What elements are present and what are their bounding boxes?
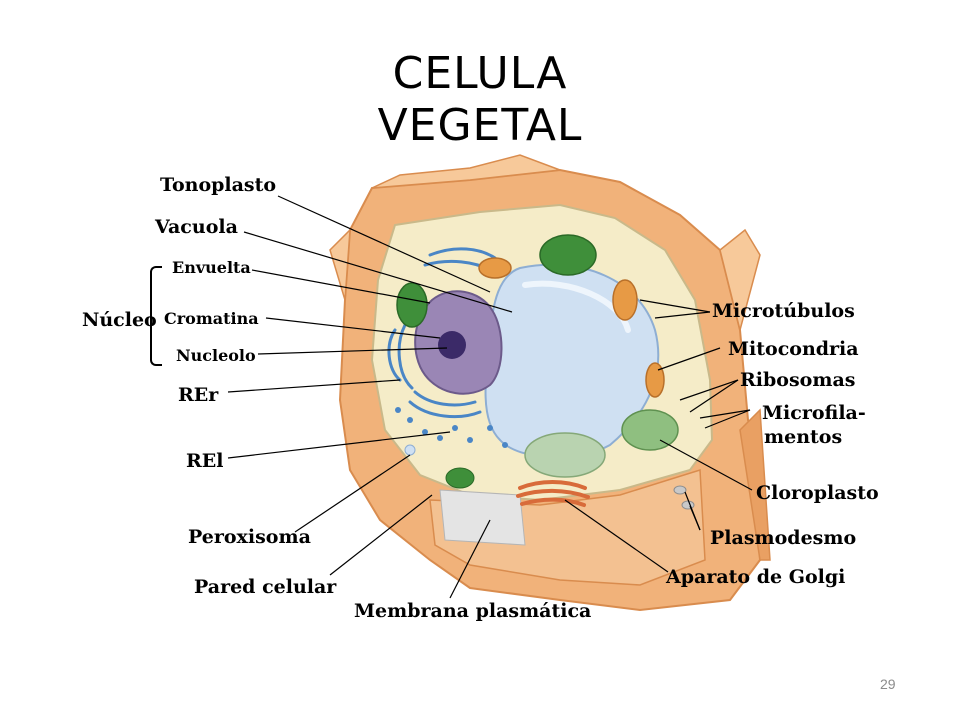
chloroplast-4 — [524, 432, 606, 478]
label-plasmodesmo: Plasmodesmo — [710, 527, 857, 549]
cell-wall-flap-bottom — [739, 408, 771, 561]
title-line-2: VEGETAL — [377, 100, 583, 151]
label-peroxisoma: Peroxisoma — [188, 526, 311, 548]
golgi-apparatus — [516, 480, 590, 507]
label-envuelta: Envuelta — [172, 258, 251, 277]
label-microfilamentos-2: mentos — [764, 426, 843, 448]
membrane-cutaway — [439, 489, 526, 546]
label-rel: REl — [186, 450, 224, 472]
cell-wall-flap-top — [371, 154, 561, 189]
slide-title: CELULA VEGETAL — [300, 48, 660, 152]
label-aparato-golgi: Aparato de Golgi — [666, 566, 846, 588]
nucleus-brace — [150, 266, 162, 366]
mitochondrion-1 — [612, 279, 638, 321]
label-cromatina: Cromatina — [164, 309, 259, 328]
title-line-1: CELULA — [392, 48, 568, 99]
label-mitocondria: Mitocondria — [728, 338, 859, 360]
label-ribosomas: Ribosomas — [740, 369, 856, 391]
chloroplast-5 — [445, 467, 475, 489]
vesicles — [395, 407, 508, 456]
label-nucleolo: Nucleolo — [176, 346, 256, 365]
mitochondrion-3 — [478, 257, 512, 279]
cell-wall-flap-left — [329, 228, 351, 301]
page-number: 29 — [880, 676, 896, 692]
mitochondrion-2 — [645, 362, 665, 398]
label-cloroplasto: Cloroplasto — [756, 482, 879, 504]
label-pared-celular: Pared celular — [194, 576, 337, 598]
leader-lines — [227, 195, 753, 599]
chloroplast-1 — [539, 234, 597, 276]
nucleolus — [438, 331, 466, 359]
cell-wall-flap-right — [719, 228, 761, 333]
chloroplast-2 — [396, 282, 428, 328]
label-vacuola: Vacuola — [155, 216, 238, 238]
chloroplast-3 — [621, 409, 679, 451]
label-microtubulos: Microtúbulos — [712, 300, 855, 322]
label-microfilamentos-1: Microfila- — [762, 402, 866, 424]
label-nucleo: Núcleo — [82, 309, 157, 331]
label-membrana-plasmatica: Membrana plasmática — [354, 600, 592, 622]
wall-front-panel — [429, 468, 706, 586]
label-rer: REr — [178, 384, 219, 406]
label-tonoplasto: Tonoplasto — [160, 174, 277, 196]
